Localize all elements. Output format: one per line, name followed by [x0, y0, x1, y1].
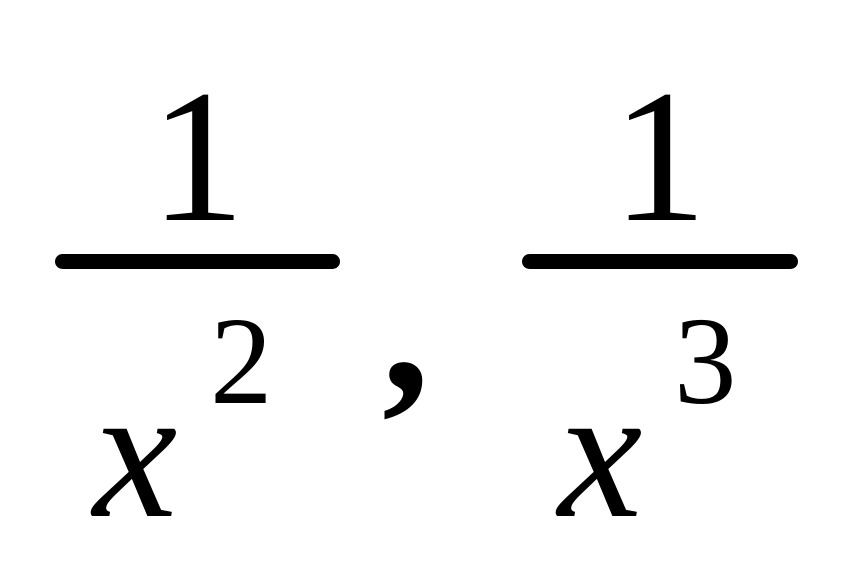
fraction-1-bar: [55, 254, 340, 269]
fraction-1-variable: x: [93, 348, 178, 558]
fraction-2-numerator: 1: [612, 52, 707, 262]
fraction-1-numerator: 1: [150, 52, 245, 262]
comma-separator: ,: [382, 222, 430, 432]
fraction-2-bar: [522, 254, 798, 269]
fraction-1-exponent: 2: [210, 293, 273, 431]
fraction-2-variable: x: [558, 348, 643, 558]
fraction-2-exponent: 3: [674, 293, 737, 431]
